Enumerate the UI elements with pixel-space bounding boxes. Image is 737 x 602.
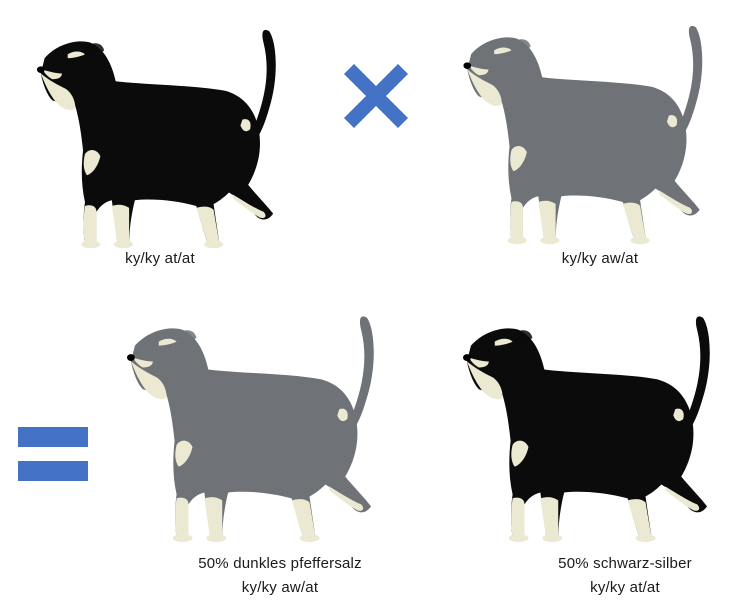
offspring-2-genotype: ky/ky at/at [545, 577, 705, 599]
parent-dark-pepper-salt-dog [430, 10, 735, 250]
offspring-black-silver-dog [436, 300, 736, 548]
parent-1-genotype: ky/ky at/at [60, 248, 260, 270]
offspring-2-percentage: 50% schwarz-silber [525, 553, 725, 575]
offspring-1-percentage: 50% dunkles pfeffersalz [160, 553, 400, 575]
equals-icon [18, 425, 88, 483]
schnauzer-silhouette-icon [6, 14, 306, 254]
schnauzer-silhouette-icon [430, 10, 735, 250]
multiply-icon [342, 62, 410, 130]
parent-black-silver-dog [6, 14, 306, 254]
parent-2-genotype: ky/ky aw/at [520, 248, 680, 270]
offspring-1-genotype: ky/ky aw/at [200, 577, 360, 599]
schnauzer-silhouette-icon [436, 300, 736, 548]
schnauzer-silhouette-icon [100, 300, 400, 548]
offspring-dark-pepper-salt-dog [100, 300, 400, 548]
